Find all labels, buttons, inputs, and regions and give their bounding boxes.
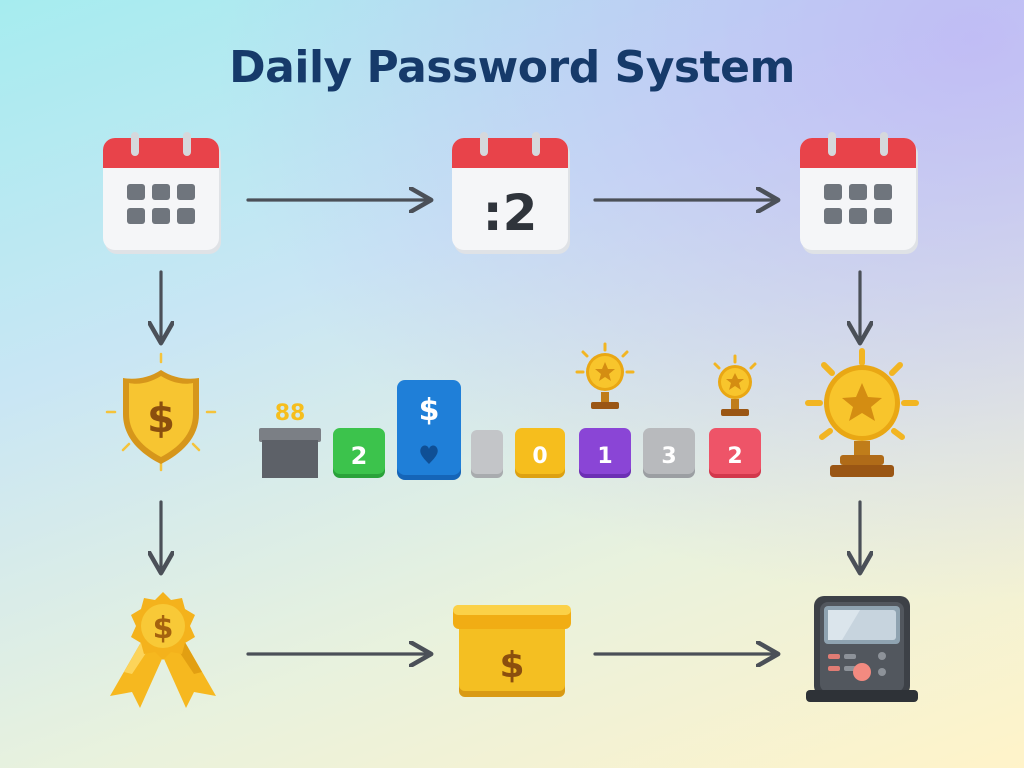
code-tile-6: 3 [643, 428, 695, 478]
code-tile-4: 0 [515, 428, 565, 478]
code-tile-5: 1 [579, 428, 631, 478]
small-trophy-icon [713, 354, 757, 416]
dollar-box-icon: $ [453, 605, 571, 697]
calendar-day-value: :2 [483, 184, 538, 242]
dollar-award-ribbon-icon: $ [110, 592, 216, 708]
code-tile-6-text: 3 [661, 444, 676, 469]
code-tile-4-text: 0 [532, 444, 547, 469]
box-dollar-symbol: $ [499, 645, 524, 686]
small-trophy-icon [575, 342, 635, 409]
code-tile-2: $ [397, 380, 461, 480]
terminal-machine-icon [806, 596, 918, 702]
calendar-grid-icon [800, 132, 918, 254]
code-box-icon: 88 [259, 401, 321, 478]
page-title: Daily Password System [229, 42, 795, 93]
dollar-shield-icon: $ [105, 352, 217, 472]
code-tile-3 [471, 430, 503, 478]
code-tile-2-text: $ [419, 393, 440, 428]
trophy-icon [805, 348, 919, 477]
code-tile-7-text: 2 [727, 444, 742, 469]
calendar-grid-icon [103, 132, 221, 254]
heart-icon [420, 445, 438, 464]
code-tile-5-text: 1 [597, 444, 612, 469]
code-tile-1-text: 2 [351, 442, 368, 470]
award-dollar-symbol: $ [153, 611, 174, 646]
code-tile-1: 2 [333, 428, 385, 478]
code-tile-7: 2 [709, 428, 761, 478]
code-sequence: 88 2 $ 0 [259, 342, 761, 480]
code-box-label: 88 [275, 401, 306, 426]
calendar-day-icon: :2 [452, 132, 570, 254]
shield-dollar-symbol: $ [147, 396, 175, 442]
